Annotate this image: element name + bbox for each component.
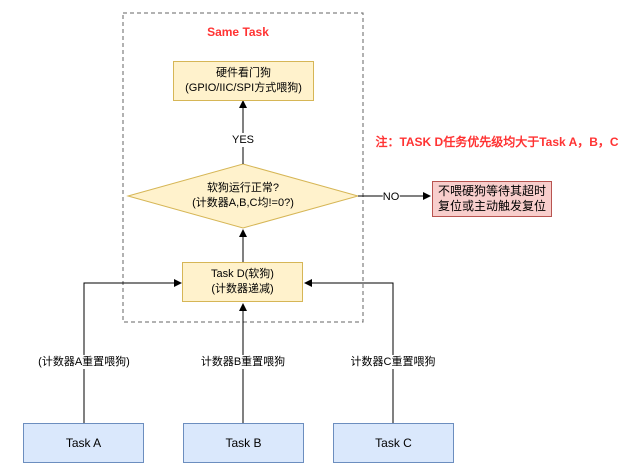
hw-watchdog-box: 硬件看门狗 (GPIO/IIC/SPI方式喂狗) [173, 61, 314, 101]
task-b-box: Task B [183, 423, 304, 463]
reset-box: 不喂硬狗等待其超时 复位或主动触发复位 [432, 181, 552, 217]
edge-label-c-reset: 计数器C重置喂狗 [350, 355, 436, 369]
reset-line2: 复位或主动触发复位 [437, 199, 546, 213]
priority-note: 注：TASK D任务优先级均大于Task A，B，C [375, 135, 619, 149]
edge-label-yes: YES [231, 133, 255, 147]
edge-taska-to-taskd [83, 279, 182, 423]
decision-diamond [126, 163, 360, 229]
edge-label-b-reset: 计数器B重置喂狗 [200, 355, 286, 369]
edge-taskc-to-taskd [304, 279, 394, 423]
decision-line1: 软狗运行正常? [206, 182, 280, 194]
reset-line1: 不喂硬狗等待其超时 [437, 184, 546, 198]
task-d-line2: (计数器递减) [211, 283, 274, 295]
hw-watchdog-line1: 硬件看门狗 [216, 67, 271, 79]
task-a-label: Task A [65, 435, 102, 450]
decision-text: 软狗运行正常? (计数器A,B,C均!=0?) [192, 181, 294, 211]
task-a-box: Task A [23, 423, 144, 463]
hw-watchdog-line2: (GPIO/IIC/SPI方式喂狗) [185, 82, 302, 94]
task-c-box: Task C [333, 423, 454, 463]
task-b-label: Task B [225, 435, 262, 450]
edge-label-a-reset: (计数器A重置喂狗) [38, 355, 130, 369]
task-c-label: Task C [375, 435, 412, 450]
edge-label-no: NO [382, 190, 400, 204]
task-d-box: Task D(软狗) (计数器递减) [182, 262, 303, 302]
task-d-line1: Task D(软狗) [211, 268, 274, 280]
frame-title: Same Task [207, 25, 269, 39]
decision-line2: (计数器A,B,C均!=0?) [192, 197, 294, 209]
